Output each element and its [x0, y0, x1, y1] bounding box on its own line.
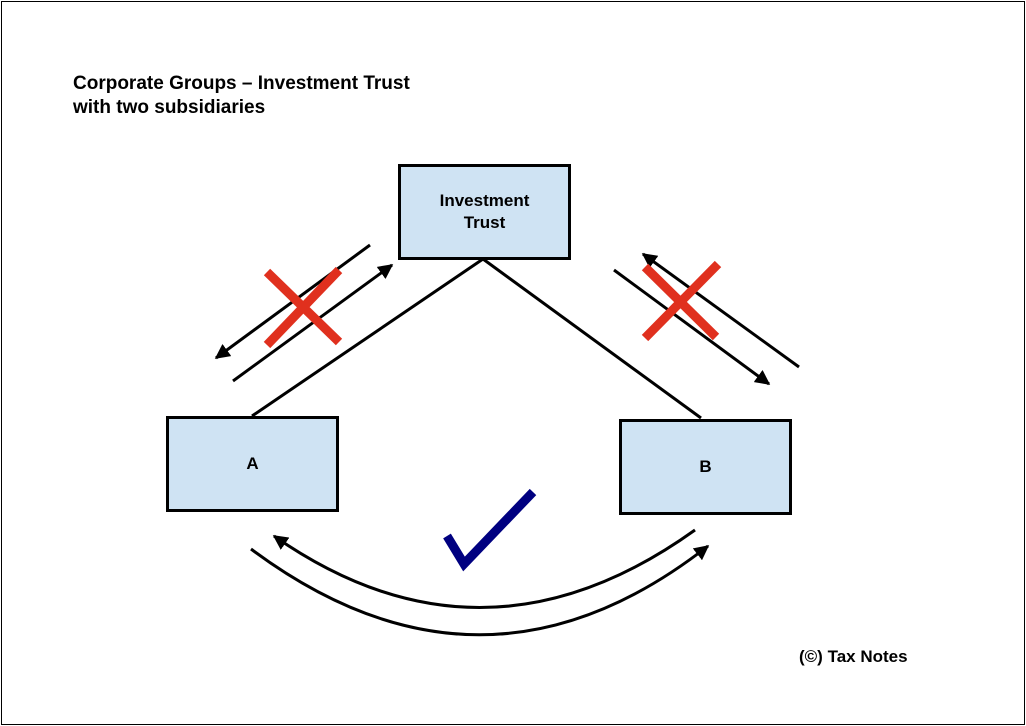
- node-subsidiary-b-label: B: [699, 457, 712, 476]
- arrow-a-to-parent: [232, 263, 394, 383]
- arrow-b-to-a: [272, 528, 696, 609]
- title-line-2: with two subsidiaries: [73, 97, 266, 118]
- x-mark-icon: [263, 266, 343, 349]
- arrow-a-to-b: [250, 544, 710, 637]
- node-investment-trust: Investment Trust: [398, 164, 571, 260]
- arrow-b-to-parent: [641, 252, 800, 369]
- copyright-notice: (©) Tax Notes: [799, 647, 908, 666]
- title-line-1: Corporate Groups – Investment Trust: [73, 73, 410, 94]
- x-mark-icon: [641, 260, 722, 342]
- diagram-title: Corporate Groups – Investment Trust with…: [73, 72, 410, 120]
- node-investment-trust-line-1: Investment: [439, 191, 530, 210]
- node-subsidiary-b: B: [619, 419, 792, 515]
- node-subsidiary-a: A: [166, 416, 339, 512]
- ownership-line-b: [482, 257, 702, 420]
- node-investment-trust-line-2: Trust: [463, 213, 506, 232]
- arrow-parent-to-b: [613, 268, 771, 386]
- checkmark-icon: [443, 488, 537, 572]
- ownership-line-a: [251, 257, 484, 418]
- node-subsidiary-a-label: A: [246, 454, 259, 473]
